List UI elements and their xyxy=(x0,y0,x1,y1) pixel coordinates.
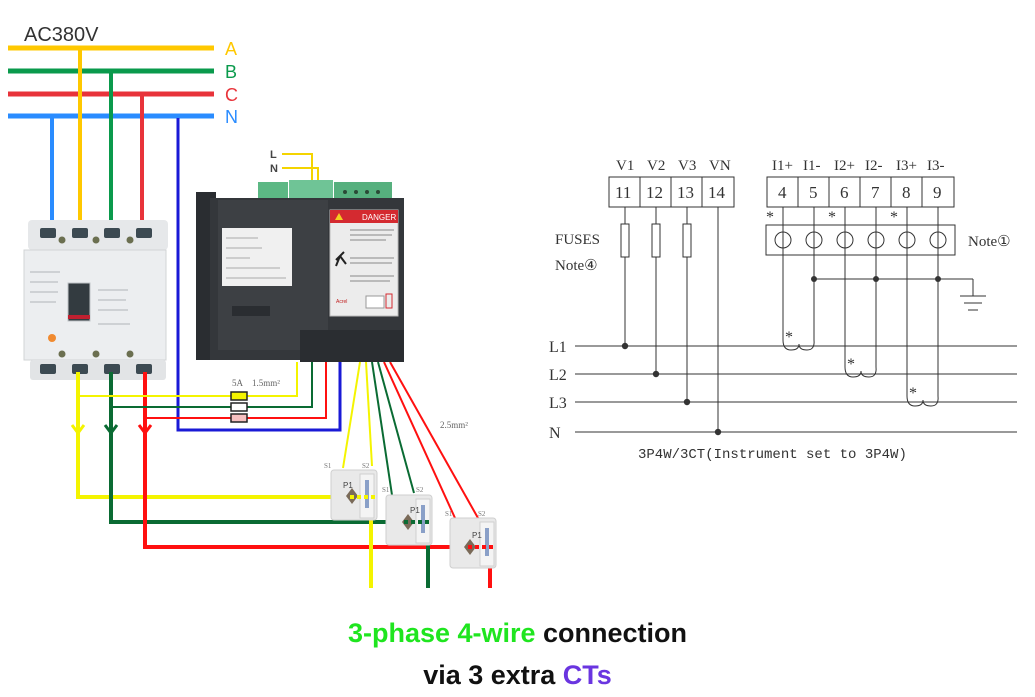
neutral-wire-to-meter xyxy=(176,118,342,432)
green-voltage-wire xyxy=(111,362,313,408)
line-label-l1: L1 xyxy=(549,339,567,356)
caption-line-2: via 3 extra CTs xyxy=(0,660,1035,691)
terminal-label-i1p: I1+ xyxy=(772,158,793,174)
arrow-red xyxy=(137,424,153,436)
yellow-load-wire xyxy=(76,372,375,499)
yellow-voltage-wire xyxy=(78,362,298,397)
caption-highlight-cts: CTs xyxy=(562,660,612,690)
terminal-number-5: 5 xyxy=(809,183,818,202)
svg-text:Acrel: Acrel xyxy=(336,299,347,305)
aux-n-label: N xyxy=(270,163,278,175)
ct-passthrough xyxy=(350,495,496,549)
terminal-number-4: 4 xyxy=(778,183,787,202)
ct-2-s2-label: S2 xyxy=(416,486,424,494)
terminal-label-i3p: I3+ xyxy=(896,158,917,174)
ct-secondary-wires: 2.5mm² xyxy=(342,361,479,519)
polarity-mark-2: * xyxy=(828,209,836,226)
ct-1-s2-label: S2 xyxy=(362,462,370,470)
shorting-block xyxy=(765,224,956,256)
polarity-mark-1: * xyxy=(766,209,774,226)
line-label-l2: L2 xyxy=(549,367,567,384)
line-label-l3: L3 xyxy=(549,395,567,412)
supply-voltage-label: AC380V xyxy=(24,24,99,46)
bus-label-a: A xyxy=(225,39,237,59)
voltage-wire-size-label: 1.5mm² xyxy=(252,378,280,388)
ct-3-p1-label: P1 xyxy=(472,531,482,540)
terminal-number-14: 14 xyxy=(708,183,726,202)
terminal-label-v3: V3 xyxy=(678,158,696,174)
power-meter: L N DANGER Acrel xyxy=(196,149,404,362)
terminal-number-6: 6 xyxy=(840,183,849,202)
red-load-wire xyxy=(143,372,490,549)
fuse-v2 xyxy=(651,223,661,258)
caption-highlight-wiring: 3-phase 4-wire xyxy=(347,618,536,648)
arrow-green xyxy=(103,424,119,436)
terminal-number-12: 12 xyxy=(646,183,663,202)
polarity-mark-ct2: * xyxy=(847,356,855,373)
arrow-yellow xyxy=(70,424,86,436)
current-wire-size-label: 2.5mm² xyxy=(440,420,468,430)
terminal-number-13: 13 xyxy=(677,183,694,202)
shorting-block-circles xyxy=(774,231,947,249)
terminal-label-v2: V2 xyxy=(647,158,665,174)
terminal-label-i3m: I3- xyxy=(927,158,945,174)
terminal-label-i2p: I2+ xyxy=(834,158,855,174)
ct-1-p1-label: P1 xyxy=(343,481,353,490)
schematic xyxy=(575,176,1017,436)
fuse-yellow xyxy=(230,391,248,401)
terminal-label-v1: V1 xyxy=(616,158,634,174)
fuse-red xyxy=(230,413,248,423)
ct-coil-2 xyxy=(844,366,877,378)
shorting-block-note: Note① xyxy=(968,234,1011,250)
supply-buses: AC380V A B C N xyxy=(8,24,342,432)
caption-line-1: 3-phase 4-wire connection xyxy=(0,618,1035,649)
polarity-mark-ct3: * xyxy=(909,385,917,402)
ct-coil-1 xyxy=(782,339,815,351)
red-voltage-wire xyxy=(145,362,327,419)
breaker-toggle xyxy=(67,282,91,322)
terminal-number-11: 11 xyxy=(615,183,631,202)
terminal-label-vn: VN xyxy=(709,158,731,174)
caption-line1-rest: connection xyxy=(535,618,688,648)
polarity-mark-ct1: * xyxy=(785,329,793,346)
ct-3-s2-label: S2 xyxy=(478,510,486,518)
ct-coil-3 xyxy=(906,395,939,407)
fuses-note: Note④ xyxy=(555,258,598,274)
load-wires: 5A 1.5mm² xyxy=(70,362,492,588)
ct-2: P1 S1 S2 xyxy=(382,486,433,546)
ct-3-s1-label: S1 xyxy=(445,510,453,518)
ct-2-s1-label: S1 xyxy=(382,486,390,494)
bus-label-b: B xyxy=(225,62,237,82)
ct-3: P1 S1 S2 xyxy=(445,510,497,569)
bus-label-n: N xyxy=(225,107,238,127)
terminal-number-7: 7 xyxy=(871,183,880,202)
fuse-rating-label: 5A xyxy=(232,378,244,388)
fuse-green xyxy=(230,402,248,412)
bus-label-c: C xyxy=(225,85,238,105)
fuse-v1 xyxy=(620,223,630,258)
terminal-label-i1m: I1- xyxy=(803,158,821,174)
ct-2-p1-label: P1 xyxy=(410,506,420,515)
aux-l-label: L xyxy=(270,149,277,161)
line-label-n: N xyxy=(549,425,561,442)
fuses-label: FUSES xyxy=(555,232,600,248)
green-load-wire xyxy=(109,372,428,524)
danger-text: DANGER xyxy=(362,213,396,222)
ct-1: P1 S1 S2 xyxy=(324,462,378,521)
terminal-label-i2m: I2- xyxy=(865,158,883,174)
polarity-mark-3: * xyxy=(890,209,898,226)
circuit-breaker xyxy=(23,220,168,380)
terminal-number-9: 9 xyxy=(933,183,942,202)
ct-1-s1-label: S1 xyxy=(324,462,332,470)
schematic-footer: 3P4W/3CT(Instrument set to 3P4W) xyxy=(638,447,907,463)
caption-line2-prefix: via 3 extra xyxy=(423,660,563,690)
fuse-v3 xyxy=(682,223,692,258)
terminal-number-8: 8 xyxy=(902,183,911,202)
schematic-labels: V1 V2 V3 VN 11 12 13 14 I1+ I1- I2+ I2- … xyxy=(549,158,1011,463)
